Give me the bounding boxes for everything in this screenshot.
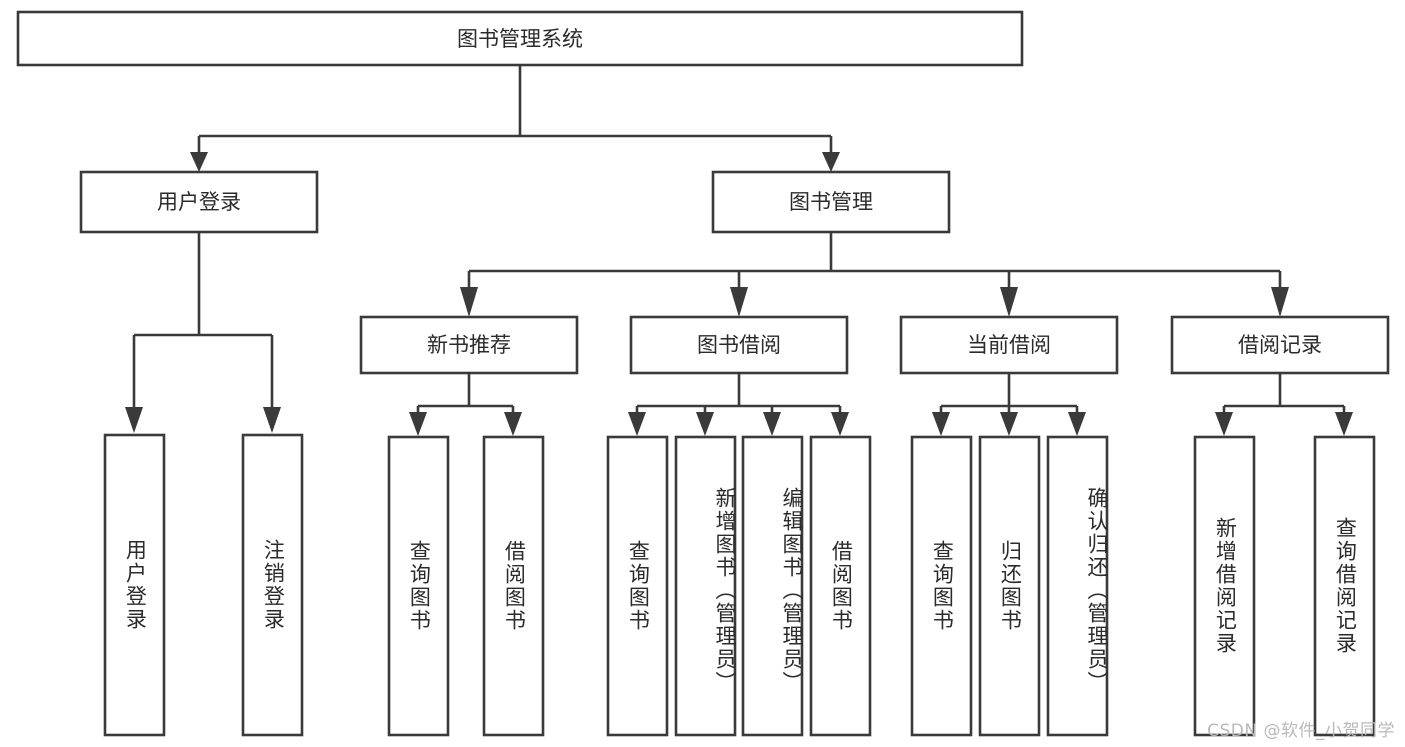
node-new-book[interactable]: 新书推荐 xyxy=(359,315,579,375)
arrowhead-new-book-leaf2 xyxy=(504,412,522,436)
node-book-borrow[interactable]: 图书借阅 xyxy=(629,315,849,375)
node-label-current-borrow: 当前借阅 xyxy=(967,333,1051,357)
leaf-box-user-login[interactable] xyxy=(103,433,166,737)
node-label-root: 图书管理系统 xyxy=(457,27,583,51)
arrowhead-current-borrow-leaf3 xyxy=(1068,412,1086,436)
arrowhead-current-borrow xyxy=(1000,287,1018,317)
leaf-box-record-add[interactable] xyxy=(1193,435,1256,737)
leaf-box-current-confirm[interactable] xyxy=(1046,435,1109,737)
leaf-box-logout[interactable] xyxy=(241,433,304,737)
arrowhead-book-borrow-leaf1 xyxy=(628,412,646,436)
leaf-box-record-query[interactable] xyxy=(1313,435,1376,737)
leaf-box-borrow-lend[interactable] xyxy=(809,435,872,737)
leaf-box-borrow-edit[interactable] xyxy=(741,435,804,737)
arrowhead-group xyxy=(125,152,1353,436)
arrowhead-borrow-record xyxy=(1271,287,1289,317)
node-box-root[interactable] xyxy=(16,10,1024,67)
leaf-box-borrow-query[interactable] xyxy=(606,435,669,737)
node-borrow-record[interactable]: 借阅记录 xyxy=(1170,315,1390,375)
arrowhead-current-borrow-leaf2 xyxy=(1000,412,1018,436)
arrowhead-borrow-record-leaf1 xyxy=(1215,412,1233,436)
arrowhead-book-borrow-leaf4 xyxy=(831,412,849,436)
connector-group xyxy=(132,65,1346,412)
node-label-new-book: 新书推荐 xyxy=(427,333,511,357)
csdn-watermark: CSDN @软件_小贺同学 xyxy=(1207,721,1395,741)
node-box-borrow-record[interactable] xyxy=(1170,315,1390,375)
arrowhead-new-book xyxy=(460,287,478,317)
arrowhead-book-borrow-leaf3 xyxy=(763,412,781,436)
node-box-current-borrow[interactable] xyxy=(899,315,1119,375)
arrowhead-current-borrow-leaf1 xyxy=(932,412,950,436)
leaf-box-current-query[interactable] xyxy=(910,435,973,737)
leaf-box-new-book-query[interactable] xyxy=(387,435,450,737)
node-label-borrow-record: 借阅记录 xyxy=(1238,333,1322,357)
node-label-user-login: 用户登录 xyxy=(157,190,241,214)
node-label-book-mgmt: 图书管理 xyxy=(789,190,873,214)
arrowhead-book-mgmt xyxy=(822,152,840,172)
arrowhead-book-borrow-leaf2 xyxy=(696,412,714,436)
node-box-user-login[interactable] xyxy=(79,170,319,234)
node-box-book-borrow[interactable] xyxy=(629,315,849,375)
node-box-new-book[interactable] xyxy=(359,315,579,375)
node-root[interactable]: 图书管理系统 xyxy=(16,10,1024,67)
arrowhead-user-login xyxy=(190,152,208,172)
leaf-box-borrow-add[interactable] xyxy=(674,435,737,737)
node-book-mgmt[interactable]: 图书管理 xyxy=(711,170,951,234)
leaf-box-current-return[interactable] xyxy=(978,435,1041,737)
arrowhead-leaf-user-login xyxy=(125,407,143,433)
arrowhead-new-book-leaf1 xyxy=(409,412,427,436)
node-current-borrow[interactable]: 当前借阅 xyxy=(899,315,1119,375)
arrowhead-borrow-record-leaf2 xyxy=(1335,412,1353,436)
leaf-box-group xyxy=(103,433,1376,737)
node-user-login[interactable]: 用户登录 xyxy=(79,170,319,234)
node-box-book-mgmt[interactable] xyxy=(711,170,951,234)
node-label-book-borrow: 图书借阅 xyxy=(697,333,781,357)
arrowhead-leaf-logout xyxy=(263,407,281,433)
arrowhead-book-borrow xyxy=(730,287,748,317)
leaf-box-new-book-borrow[interactable] xyxy=(482,435,545,737)
